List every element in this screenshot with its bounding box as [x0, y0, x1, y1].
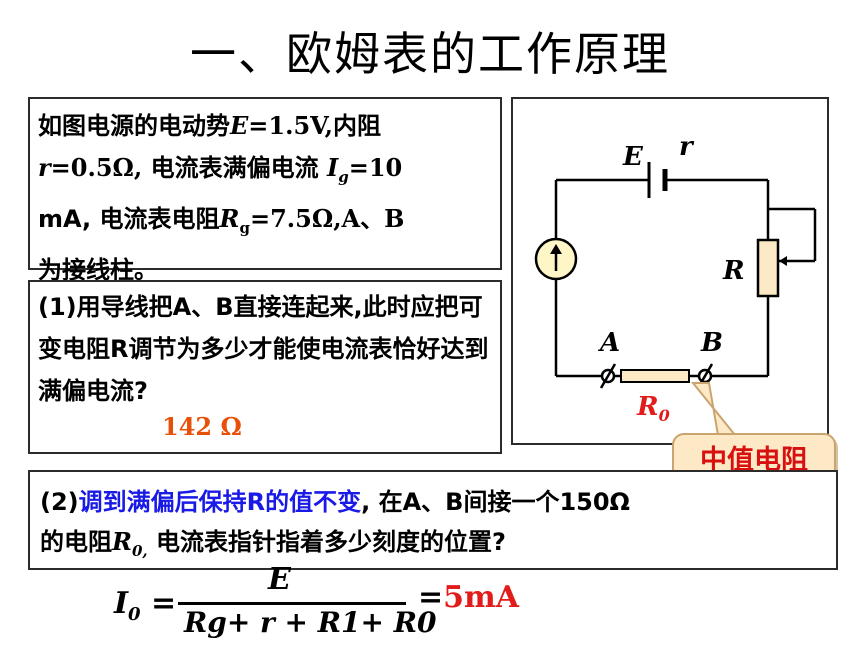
problem-box: 如图电源的电动势E=1.5V,内阻 r=0.5Ω, 电流表满偏电流 Ig=10 …: [28, 97, 502, 284]
r0-resistor: [620, 369, 690, 383]
question-2-line2b: 电流表指针指着多少刻度的位置?: [147, 528, 506, 556]
r0-subscript: 0,: [131, 541, 148, 560]
meter-resistance-symbol: R: [219, 203, 240, 233]
circuit-svg: E r R A B R0: [534, 132, 817, 436]
formula-numerator: E: [268, 562, 291, 597]
result-value: 5mA: [443, 580, 520, 615]
terminal-a: [599, 363, 621, 389]
current-symbol: I: [326, 153, 339, 182]
label-a: A: [597, 328, 620, 358]
question-2-box: (2)调到满偏后保持R的值不变, 在A、B间接一个150Ω 的电阻R0, 电流表…: [28, 470, 838, 570]
emf-symbol: E: [230, 111, 249, 140]
question-1-box: (1)用导线把A、B直接连起来,此时应把可变电阻R调节为多少才能使电流表恰好达到…: [28, 280, 502, 454]
problem-text-5: 为接线柱。: [38, 255, 158, 284]
problem-text-1: 如图电源的电动势: [38, 112, 230, 140]
rheostat-resistor: [756, 238, 780, 298]
question-2-rest: , 在A、B间接一个150Ω: [361, 488, 630, 516]
label-r-rheostat: R: [722, 256, 745, 286]
question-2-prefix: (2): [40, 488, 79, 516]
label-r0: R0: [636, 392, 670, 425]
question-1-answer: 142 Ω: [162, 412, 242, 441]
label-r-internal: r: [679, 132, 695, 162]
full-scale-unit: mA,: [38, 204, 92, 233]
full-scale-current-value: =10: [348, 153, 403, 182]
formula-result: =5mA: [418, 580, 520, 615]
internal-resistance-symbol: r: [38, 153, 51, 182]
meter-resistance-value: =7.5Ω,A、B: [249, 203, 405, 233]
label-b: B: [700, 328, 723, 358]
emf-value: =1.5V,: [248, 111, 333, 140]
current-subscript: g: [338, 167, 349, 186]
question-2-line2: 的电阻: [40, 528, 112, 556]
circuit-diagram: E r R A B R0: [511, 97, 829, 445]
fraction-bar: [178, 602, 406, 605]
meter-resistance-subscript: g: [239, 218, 250, 237]
label-e: E: [622, 142, 644, 172]
question-2-highlight: 调到满偏后保持R的值不变: [78, 488, 362, 516]
problem-text-4: 电流表电阻: [91, 204, 220, 233]
internal-resistance-value: =0.5Ω,: [50, 153, 143, 182]
r0-symbol: R: [112, 527, 132, 556]
problem-text-2: 内阻: [332, 112, 381, 140]
formula-denominator: Rg+ r + R1+ R0: [184, 606, 437, 639]
formula-lhs: I0 =: [114, 586, 177, 625]
problem-text-3: 电流表满偏电流: [142, 154, 327, 182]
page-title: 一、欧姆表的工作原理: [190, 27, 670, 81]
question-1-text: (1)用导线把A、B直接连起来,此时应把可变电阻R调节为多少才能使电流表恰好达到…: [38, 293, 489, 405]
